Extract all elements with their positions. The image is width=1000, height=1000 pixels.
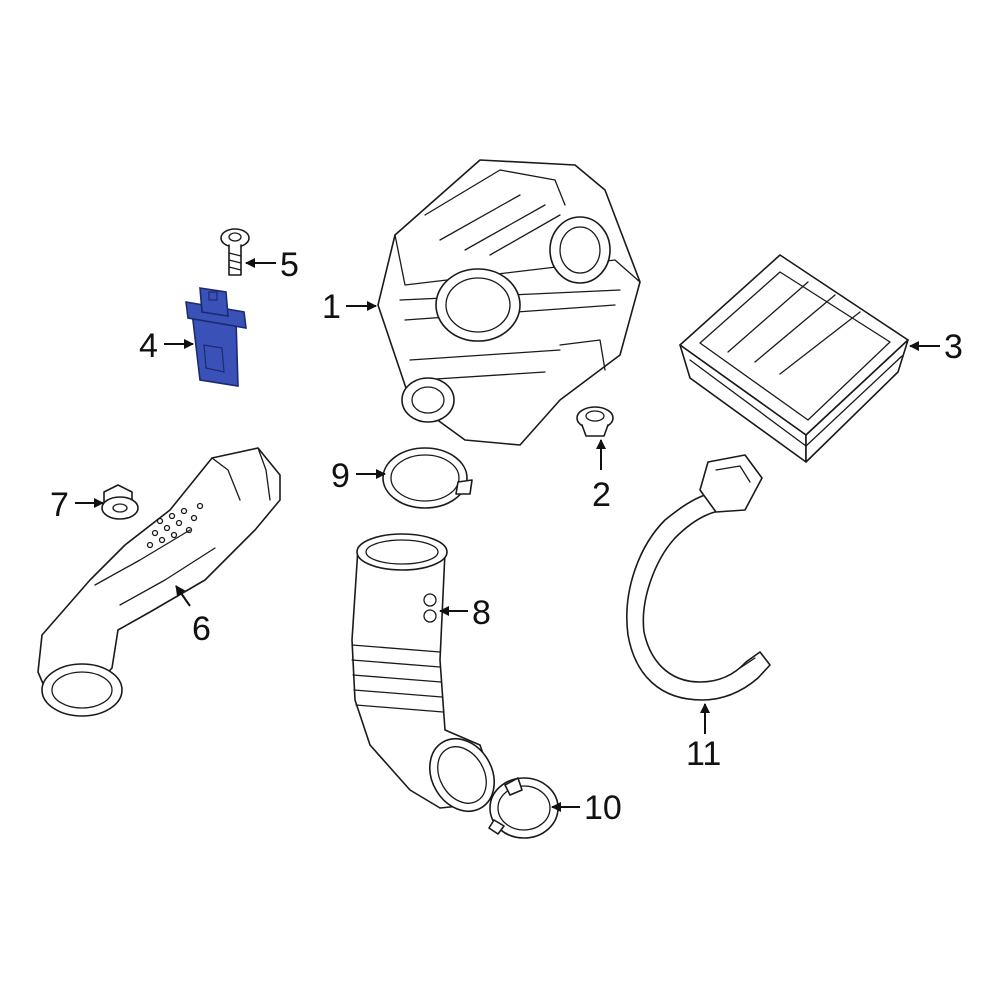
callout-labels: 1 2 3 4 5 6 7 8 9 10 11 xyxy=(50,246,963,827)
callout-10: 10 xyxy=(584,789,622,827)
callout-2: 2 xyxy=(592,476,611,514)
part-mass-airflow-sensor xyxy=(185,287,247,387)
part-intake-hose xyxy=(351,533,495,812)
callout-5: 5 xyxy=(280,246,299,284)
callout-4: 4 xyxy=(139,327,158,365)
callout-1: 1 xyxy=(322,288,341,326)
callout-11: 11 xyxy=(686,735,721,773)
part-grommet xyxy=(576,406,614,437)
callout-3: 3 xyxy=(944,328,963,366)
leader-lines xyxy=(75,258,940,812)
callout-8: 8 xyxy=(472,594,491,632)
leader-6 xyxy=(175,585,191,607)
part-air-cleaner-housing xyxy=(377,159,641,446)
part-intake-duct xyxy=(37,447,281,717)
part-bolt xyxy=(220,228,250,276)
part-clamp-lower xyxy=(488,777,559,839)
part-clamp-upper xyxy=(382,447,473,509)
callout-9: 9 xyxy=(331,457,350,495)
part-air-filter xyxy=(679,254,909,463)
callout-7: 7 xyxy=(50,486,69,524)
duct-vent-holes xyxy=(146,502,204,549)
part-nut xyxy=(101,484,139,520)
sensor-connector xyxy=(199,287,229,317)
callout-6: 6 xyxy=(192,610,211,648)
part-breather-hose xyxy=(626,454,771,701)
